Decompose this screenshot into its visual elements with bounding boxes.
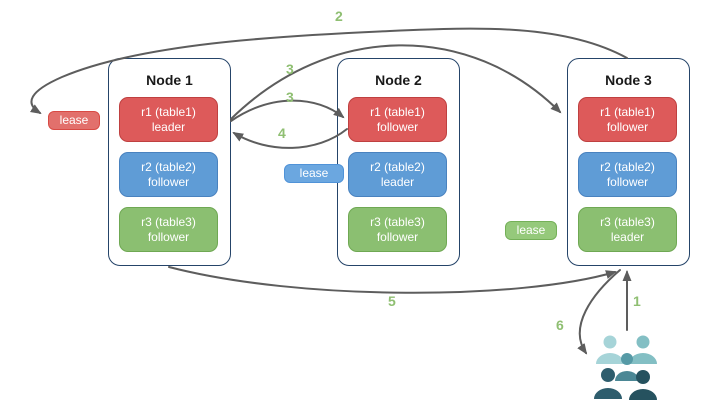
replica-role: leader	[151, 119, 186, 134]
users-icon	[594, 335, 657, 400]
replica-role: follower	[147, 174, 190, 189]
arrow-label-6: 6	[556, 317, 564, 333]
lease-badge-green: lease	[505, 221, 557, 240]
lease-badge-blue: lease	[284, 164, 344, 183]
replica-role: leader	[610, 229, 645, 244]
replica-name: r2 (table2)	[141, 159, 196, 174]
node-1: Node 1 r1 (table1) leader r2 (table2) fo…	[108, 58, 231, 266]
replica-role: follower	[376, 119, 419, 134]
node-2: Node 2 r1 (table1) follower r2 (table2) …	[337, 58, 460, 266]
arrow-5-node1-to-node3	[168, 266, 617, 294]
arrow-label-2: 2	[335, 8, 343, 24]
replica-name: r1 (table1)	[370, 104, 425, 119]
node-title: Node 1	[146, 72, 193, 88]
arrow-label-3b: 3	[286, 89, 294, 105]
replica-name: r1 (table1)	[141, 104, 196, 119]
replica-name: r1 (table1)	[600, 104, 655, 119]
replica-role: follower	[147, 229, 190, 244]
arrow-label-3a: 3	[286, 61, 294, 77]
node-3: Node 3 r1 (table1) follower r2 (table2) …	[567, 58, 690, 266]
arrow-label-1: 1	[633, 293, 641, 309]
arrow-4-node2-to-node1	[232, 128, 348, 149]
arrow-label-4: 4	[278, 125, 286, 141]
replica-name: r3 (table3)	[141, 214, 196, 229]
arrow-6-node3-to-users	[577, 269, 621, 355]
arrow-label-5: 5	[388, 293, 396, 309]
node2-r2-replica: r2 (table2) leader	[348, 152, 447, 197]
node2-r3-replica: r3 (table3) follower	[348, 207, 447, 252]
node3-r1-replica: r1 (table1) follower	[578, 97, 677, 142]
replica-name: r2 (table2)	[370, 159, 425, 174]
node1-r2-replica: r2 (table2) follower	[119, 152, 218, 197]
node3-r3-replica: r3 (table3) leader	[578, 207, 677, 252]
replica-role: follower	[376, 229, 419, 244]
replica-role: follower	[606, 119, 649, 134]
node2-r1-replica: r1 (table1) follower	[348, 97, 447, 142]
node1-r3-replica: r3 (table3) follower	[119, 207, 218, 252]
node-title: Node 3	[605, 72, 652, 88]
replica-role: leader	[380, 174, 415, 189]
replica-name: r3 (table3)	[600, 214, 655, 229]
replica-name: r3 (table3)	[370, 214, 425, 229]
node-title: Node 2	[375, 72, 422, 88]
replica-role: follower	[606, 174, 649, 189]
replica-name: r2 (table2)	[600, 159, 655, 174]
node1-r1-replica: r1 (table1) leader	[119, 97, 218, 142]
lease-badge-red: lease	[48, 111, 100, 130]
node3-r2-replica: r2 (table2) follower	[578, 152, 677, 197]
